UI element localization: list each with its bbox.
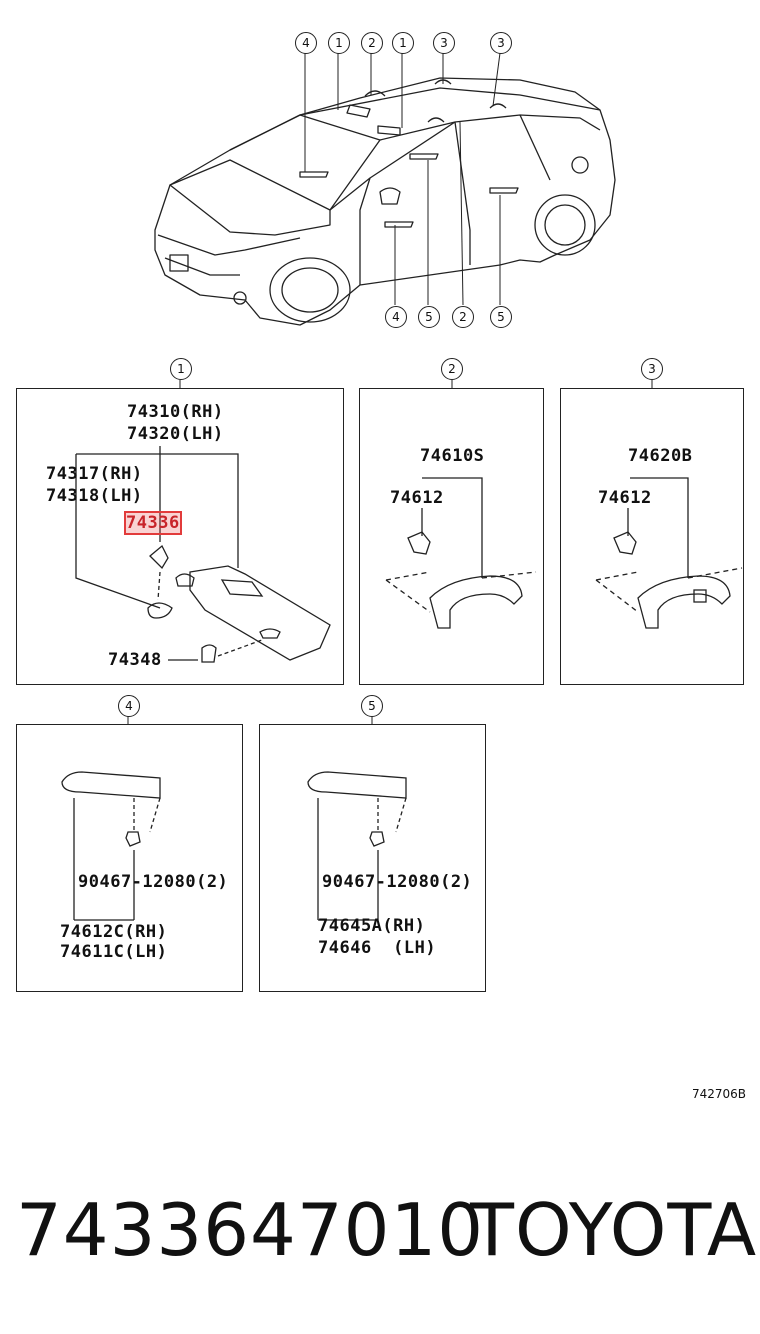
panel-5-garnish: [259, 724, 486, 992]
part-74320-label: 74320(LH): [127, 424, 224, 444]
section-2-marker: 2: [441, 358, 463, 380]
part-90467-label-5: 90467-12080(2): [322, 872, 473, 892]
part-74318-label: 74318(LH): [46, 486, 143, 506]
footer-brand: TOYOTA: [470, 1188, 758, 1272]
section-1-marker: 1: [170, 358, 192, 380]
part-74336-label-highlighted[interactable]: 74336: [124, 511, 182, 535]
callout-4-bottom: 4: [385, 306, 407, 328]
callout-5b-bottom: 5: [490, 306, 512, 328]
part-74611C-label: 74611C(LH): [60, 942, 168, 962]
callout-1b-top: 1: [392, 32, 414, 54]
car-outline: [154, 77, 616, 326]
callout-1-top: 1: [328, 32, 350, 54]
section-4-marker: 4: [118, 695, 140, 717]
callout-3b-top: 3: [490, 32, 512, 54]
diagram-reference-code: 742706B: [692, 1087, 747, 1101]
panel-3-assist-grip: [560, 388, 744, 685]
footer-part-number: 7433647010: [16, 1188, 485, 1272]
panel-1-sun-visor: [16, 388, 344, 685]
part-74620B-label: 74620B: [628, 446, 693, 466]
part-74612C-label: 74612C(RH): [60, 922, 168, 942]
callout-5-bottom: 5: [418, 306, 440, 328]
part-74610S-label: 74610S: [420, 446, 485, 466]
callout-4-top: 4: [295, 32, 317, 54]
part-74612-label-2: 74612: [390, 488, 444, 508]
part-74310-label: 74310(RH): [127, 402, 224, 422]
section-3-marker: 3: [641, 358, 663, 380]
part-74612-label-3: 74612: [598, 488, 652, 508]
part-74348-label: 74348: [108, 650, 162, 670]
part-90467-label-4: 90467-12080(2): [78, 872, 229, 892]
part-74317-label: 74317(RH): [46, 464, 143, 484]
callout-3-top: 3: [433, 32, 455, 54]
section-5-marker: 5: [361, 695, 383, 717]
panel-4-garnish: [16, 724, 243, 992]
panel-2-assist-grip: [359, 388, 544, 685]
part-74645A-label: 74645A(RH): [318, 916, 426, 936]
callout-2-top: 2: [361, 32, 383, 54]
part-74646-label: 74646 (LH): [318, 938, 437, 958]
callout-2-bottom: 2: [452, 306, 474, 328]
